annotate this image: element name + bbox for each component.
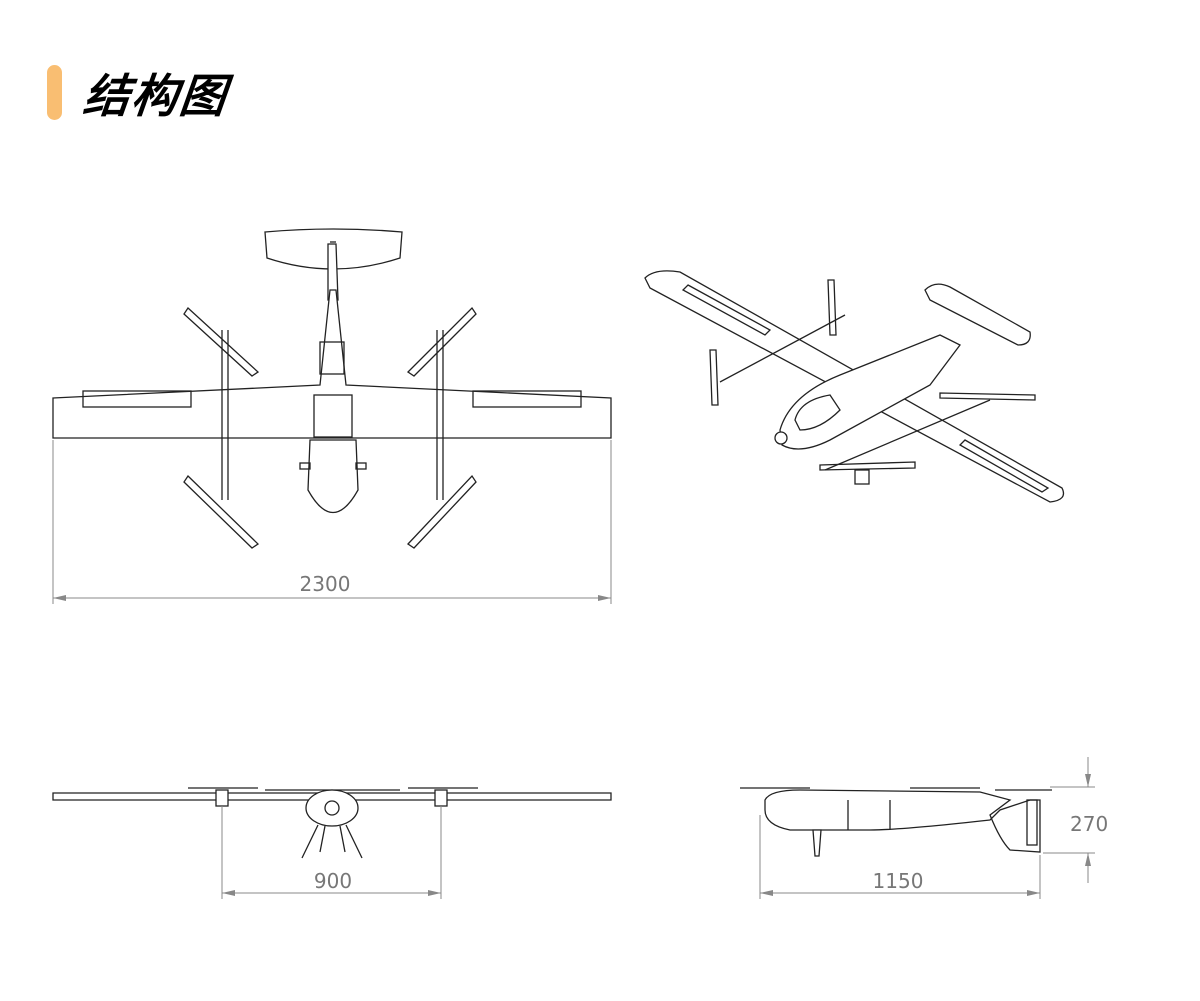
side-view-drawing [740, 787, 1052, 857]
rotor-spacing-label: 900 [314, 869, 352, 893]
length-label: 1150 [873, 869, 924, 893]
front-view-drawing [52, 787, 612, 859]
title-accent-bar [47, 65, 62, 120]
height-label: 270 [1070, 812, 1108, 836]
wingspan-label: 2300 [300, 572, 351, 596]
isometric-view-drawing [644, 270, 1065, 503]
wingspan-dimension: 2300 [52, 440, 612, 604]
rotor-spacing-dimension: 900 [221, 806, 442, 899]
length-dimension: 1150 [759, 815, 1041, 899]
top-view-drawing [52, 228, 612, 549]
height-dimension: 270 [1043, 757, 1108, 883]
